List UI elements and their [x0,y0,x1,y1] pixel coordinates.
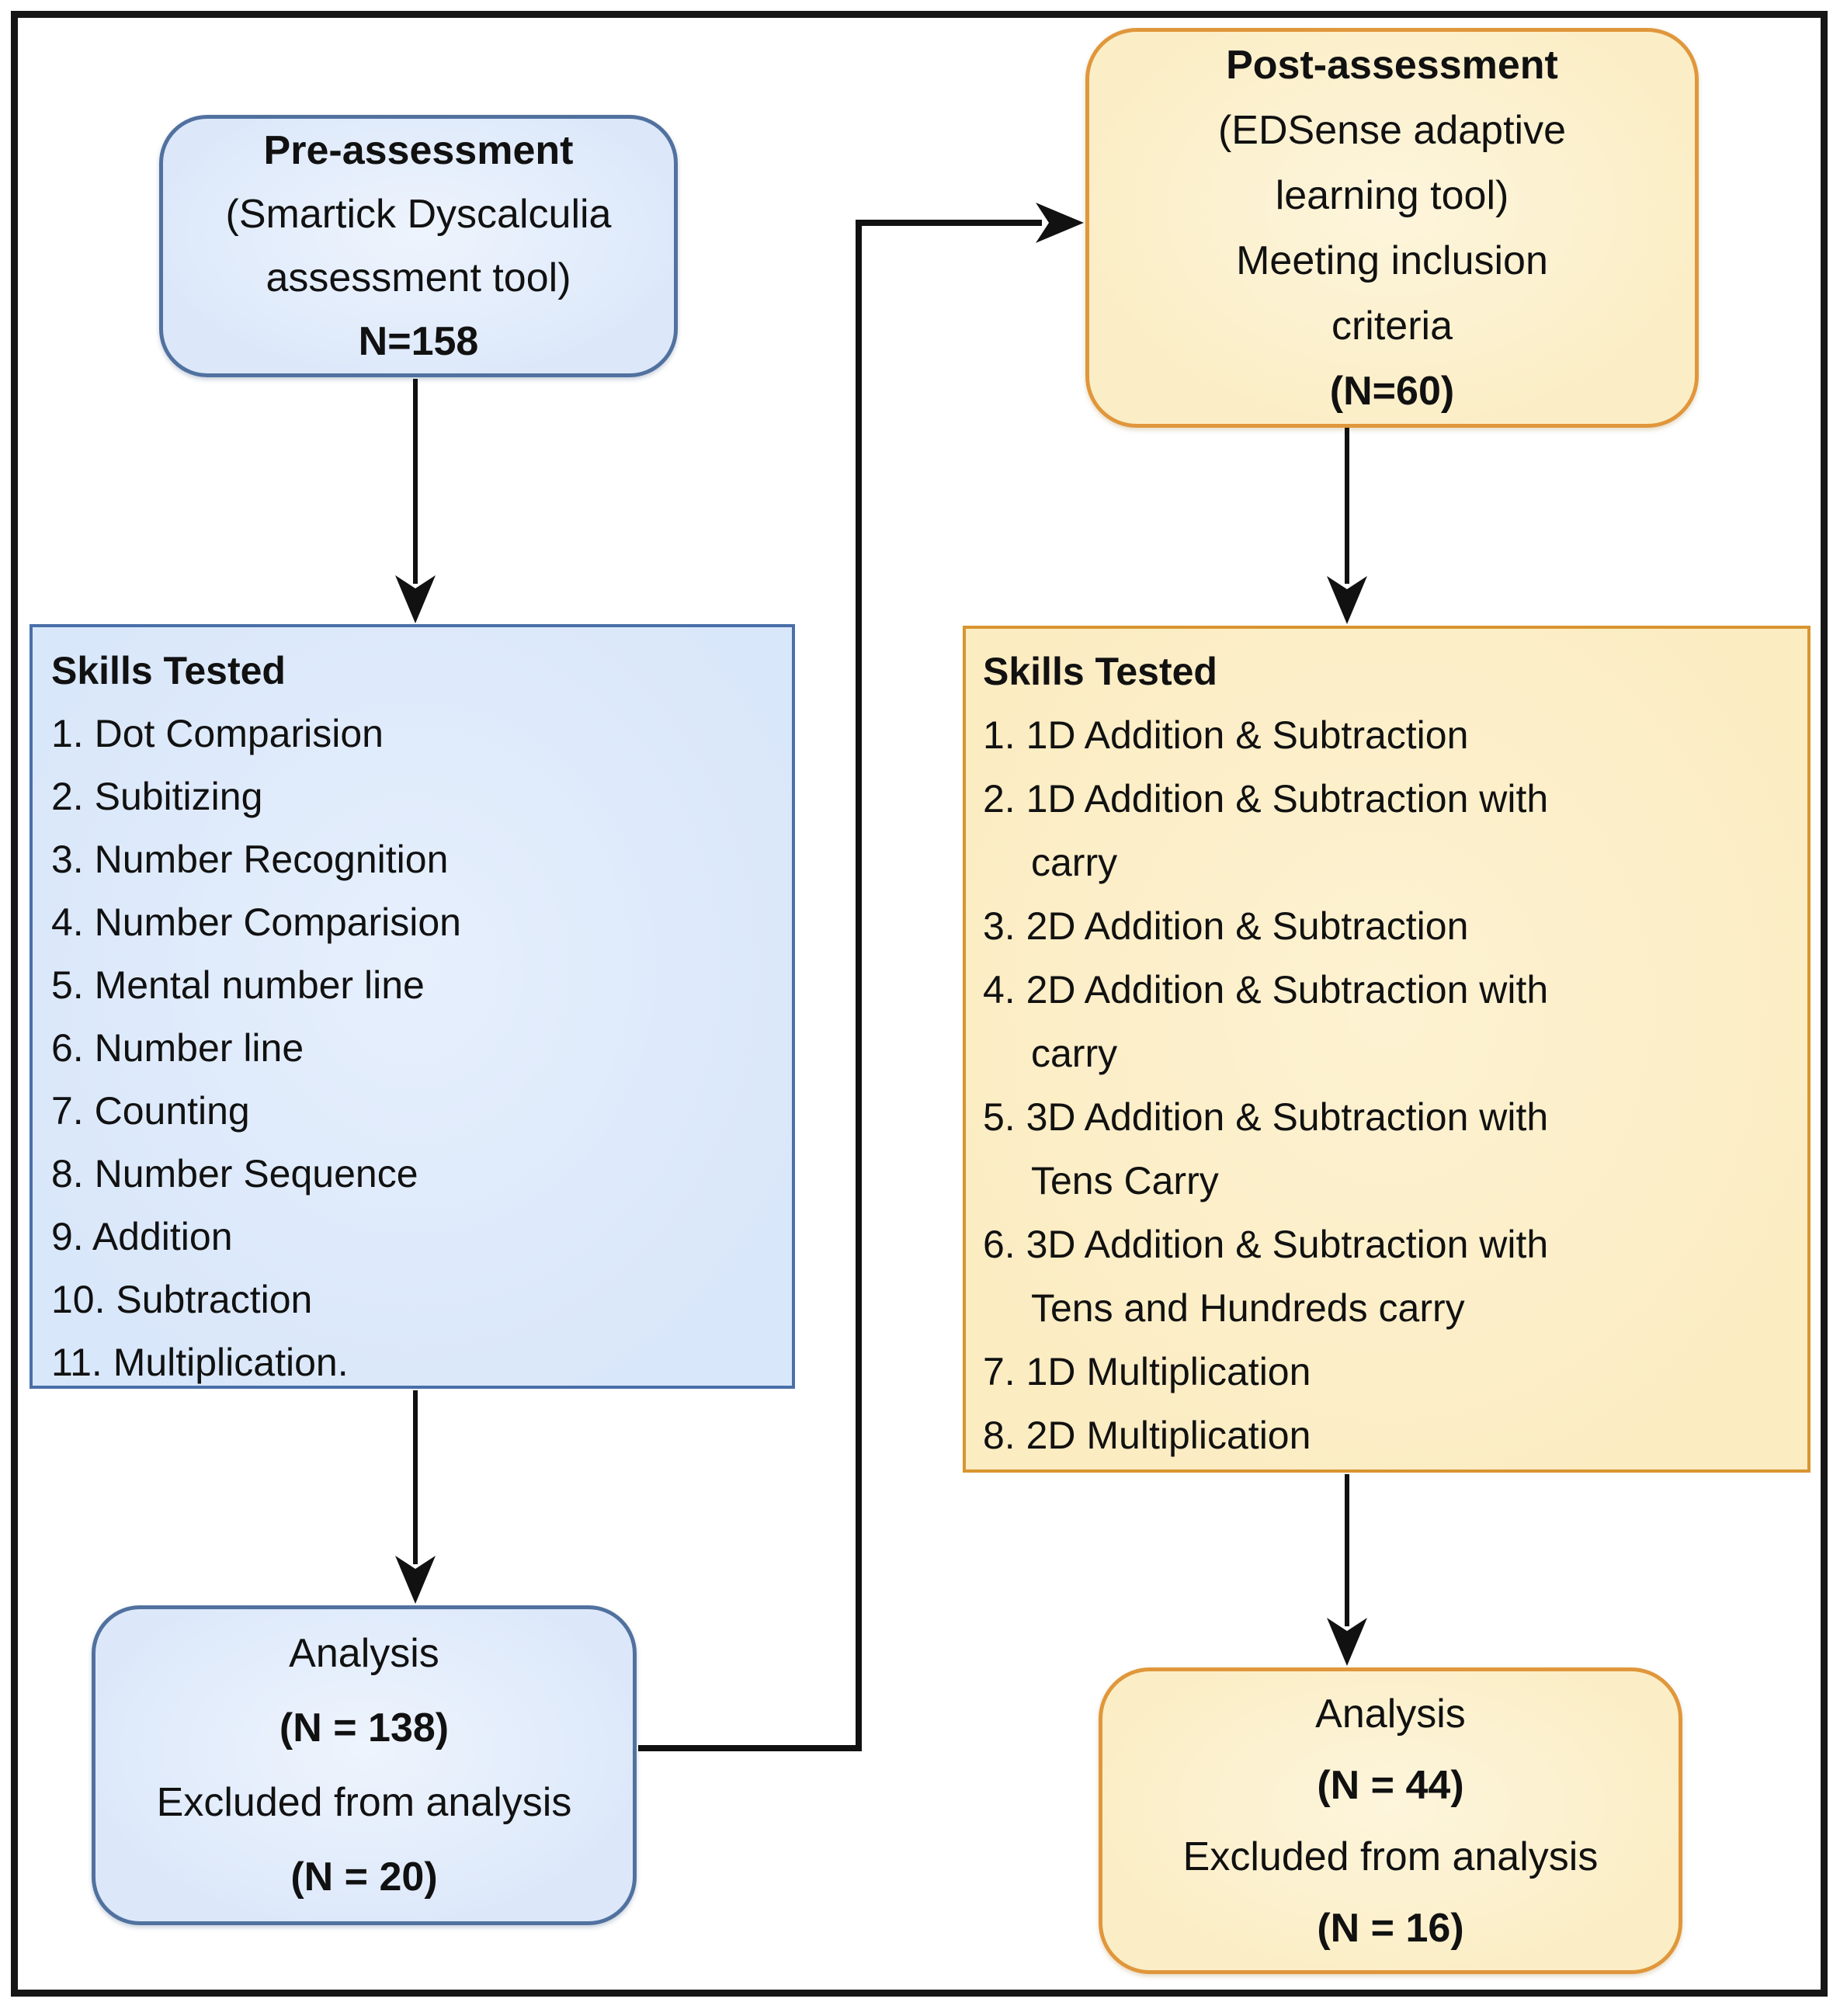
pre-analysis-n: (N = 138) [279,1705,450,1751]
post-assessment-n: (N=60) [1329,368,1455,414]
post-skill-item: 1. 1D Addition & Subtraction [983,713,1469,757]
pre-assessment-n: N=158 [358,319,479,364]
post-analysis-n: (N = 44) [1317,1762,1464,1808]
pre-skill-item: 7. Counting [51,1089,250,1133]
pre-assessment-title: Pre-assessment [263,128,574,173]
post-assessment-criteria-line1: Meeting inclusion [1236,238,1548,283]
pre-analysis-excluded-n: (N = 20) [290,1855,438,1900]
post-assessment-box: Post-assessment (EDSense adaptive learni… [1085,28,1699,428]
pre-skill-item: 11. Multiplication. [51,1341,349,1384]
diagram-border [11,11,1828,1997]
pre-assessment-tool-line2: assessment tool) [266,255,571,300]
post-assessment-title: Post-assessment [1226,42,1558,88]
pre-skills-title: Skills Tested [51,649,286,692]
pre-skill-item: 2. Subitizing [51,775,263,818]
pre-analysis-excluded-label: Excluded from analysis [156,1780,572,1825]
pre-skill-item: 9. Addition [51,1215,233,1258]
post-assessment-tool-line1: (EDSense adaptive [1217,107,1567,153]
pre-analysis-box: Analysis (N = 138) Excluded from analysi… [92,1605,637,1925]
post-skills-box: Skills Tested 1. 1D Addition & Subtracti… [963,626,1811,1473]
pre-skill-item: 8. Number Sequence [51,1152,418,1195]
pre-skill-item: 1. Dot Comparision [51,712,384,755]
pre-assessment-box: Pre-assessment (Smartick Dyscalculia ass… [159,115,678,377]
post-assessment-criteria-line2: criteria [1331,303,1453,349]
post-analysis-title: Analysis [1315,1691,1466,1737]
post-skill-item: 5. 3D Addition & Subtraction with Tens C… [983,1095,1549,1202]
post-skill-item: 8. 2D Multiplication [983,1414,1311,1457]
pre-analysis-title: Analysis [289,1631,439,1676]
pre-skill-item: 4. Number Comparision [51,900,461,944]
post-skill-item: 7. 1D Multiplication [983,1350,1311,1393]
post-analysis-excluded-n: (N = 16) [1317,1905,1464,1951]
pre-skill-item: 10. Subtraction [51,1278,313,1321]
pre-assessment-tool-line1: (Smartick Dyscalculia [225,192,612,237]
post-skill-item: 6. 3D Addition & Subtraction with Tens a… [983,1223,1549,1330]
post-analysis-excluded-label: Excluded from analysis [1182,1834,1599,1879]
post-analysis-box: Analysis (N = 44) Excluded from analysis… [1099,1667,1682,1974]
pre-skill-item: 3. Number Recognition [51,838,449,881]
pre-skills-box: Skills Tested 1. Dot Comparision 2. Subi… [30,624,795,1389]
post-skill-item: 4. 2D Addition & Subtraction with carry [983,968,1549,1075]
pre-skill-item: 6. Number line [51,1026,304,1070]
post-skills-title: Skills Tested [983,650,1217,693]
post-skill-item: 2. 1D Addition & Subtraction with carry [983,777,1549,884]
post-assessment-tool-line2: learning tool) [1275,172,1509,218]
post-skill-item: 3. 2D Addition & Subtraction [983,904,1469,948]
pre-skill-item: 5. Mental number line [51,963,425,1007]
